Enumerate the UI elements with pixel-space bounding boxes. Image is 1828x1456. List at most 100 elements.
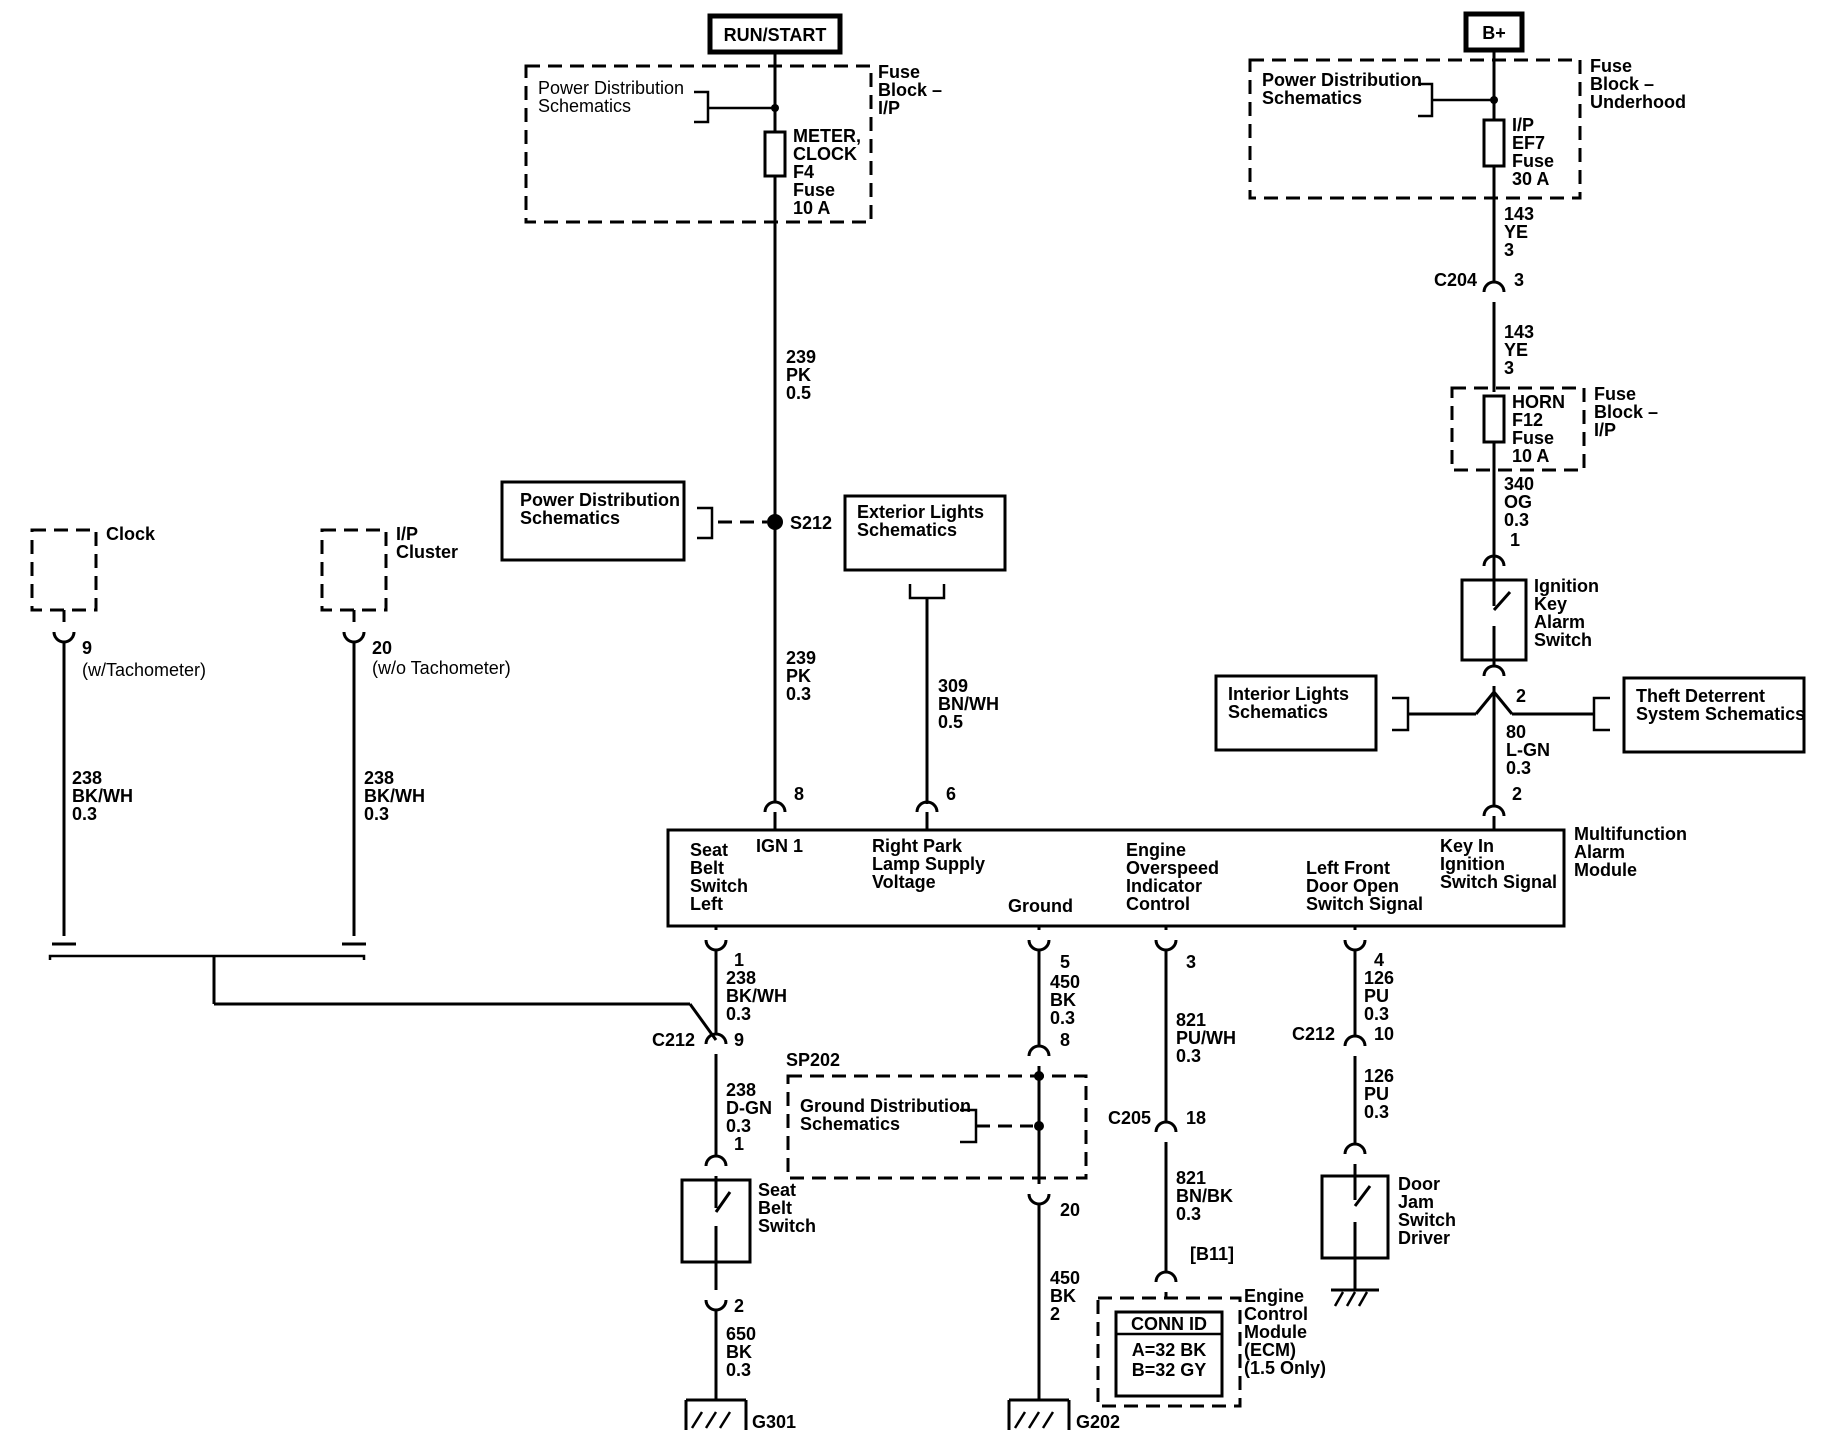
- svg-text:Block –: Block –: [1594, 402, 1658, 422]
- svg-text:I/P: I/P: [396, 524, 418, 544]
- fuse-block-ip-label: Fuse Block – I/P: [878, 62, 942, 118]
- fuse-ef7-symbol: [1482, 118, 1506, 168]
- svg-text:PK: PK: [786, 666, 811, 686]
- svg-text:309: 309: [938, 676, 968, 696]
- svg-text:Belt: Belt: [758, 1198, 792, 1218]
- fuse-block-underhood-label: Fuse Block – Underhood: [1590, 56, 1686, 112]
- fuse-f12-label: HORN F12 Fuse 10 A: [1512, 392, 1565, 466]
- module-left-front-door-label: Left Front Door Open Switch Signal: [1306, 858, 1423, 914]
- ecm-label: Engine Control Module (ECM) (1.5 Only): [1244, 1286, 1326, 1378]
- svg-text:Multifunction: Multifunction: [1574, 824, 1687, 844]
- svg-text:Ground Distribution: Ground Distribution: [800, 1096, 971, 1116]
- svg-text:1: 1: [734, 950, 744, 970]
- svg-text:Key: Key: [1534, 594, 1567, 614]
- svg-text:Right Park: Right Park: [872, 836, 963, 856]
- svg-text:239: 239: [786, 648, 816, 668]
- svg-text:Indicator: Indicator: [1126, 876, 1202, 896]
- ground-g301: G301: [684, 1398, 796, 1432]
- seat-belt-switch-label: Seat Belt Switch: [758, 1180, 816, 1236]
- fuse-block-ip-f4: [524, 64, 873, 224]
- svg-text:450: 450: [1050, 972, 1080, 992]
- svg-text:80: 80: [1506, 722, 1526, 742]
- svg-text:Driver: Driver: [1398, 1228, 1450, 1248]
- svg-text:0.3: 0.3: [786, 684, 811, 704]
- splice-s212: [767, 514, 783, 530]
- svg-text:(1.5 Only): (1.5 Only): [1244, 1358, 1326, 1378]
- svg-text:4: 4: [1374, 950, 1384, 970]
- connector-c212-right: [1343, 1034, 1367, 1047]
- svg-text:2: 2: [1512, 784, 1522, 804]
- svg-text:A=32 BK: A=32 BK: [1132, 1340, 1207, 1360]
- svg-text:BK/WH: BK/WH: [364, 786, 425, 806]
- svg-text:239: 239: [786, 347, 816, 367]
- svg-text:[B11]: [B11]: [1190, 1244, 1234, 1264]
- svg-text:30 A: 30 A: [1512, 169, 1549, 189]
- svg-text:126: 126: [1364, 968, 1394, 988]
- module-ground-label: Ground: [1008, 896, 1073, 916]
- ignition-key-alarm-switch-label: Ignition Key Alarm Switch: [1534, 576, 1599, 650]
- svg-text:F4: F4: [793, 162, 814, 182]
- svg-text:C205: C205: [1108, 1108, 1151, 1128]
- svg-text:0.3: 0.3: [1506, 758, 1531, 778]
- svg-text:0.3: 0.3: [1176, 1204, 1201, 1224]
- svg-text:0.3: 0.3: [1504, 510, 1529, 530]
- svg-text:Switch: Switch: [1398, 1210, 1456, 1230]
- svg-text:PU: PU: [1364, 1084, 1389, 1104]
- svg-text:Alarm: Alarm: [1534, 612, 1585, 632]
- run-start-label: RUN/START: [724, 25, 827, 45]
- svg-text:20: 20: [1060, 1200, 1080, 1220]
- svg-text:G202: G202: [1076, 1412, 1120, 1432]
- fuse-block-underhood: [1248, 58, 1582, 200]
- svg-text:9: 9: [82, 638, 92, 658]
- svg-text:Fuse: Fuse: [1512, 151, 1554, 171]
- fuse-block-ip-f12: [1450, 386, 1586, 472]
- svg-text:Fuse: Fuse: [1594, 384, 1636, 404]
- svg-text:G301: G301: [752, 1412, 796, 1432]
- power-dist-box-s212: [500, 480, 686, 562]
- svg-text:Switch Signal: Switch Signal: [1306, 894, 1423, 914]
- svg-text:0.3: 0.3: [726, 1116, 751, 1136]
- svg-text:6: 6: [946, 784, 956, 804]
- wire-238-clock-label: 238 BK/WH 0.3: [72, 768, 133, 824]
- conn-id-box: [1114, 1310, 1224, 1398]
- svg-text:PK: PK: [786, 365, 811, 385]
- splice-sp202-label: SP202: [786, 1050, 840, 1070]
- svg-text:BK/WH: BK/WH: [726, 986, 787, 1006]
- fuse-f4-symbol: [763, 130, 787, 178]
- wire-143-a-label: 143 YE 3: [1504, 204, 1534, 260]
- svg-text:Control: Control: [1126, 894, 1190, 914]
- svg-text:BK/WH: BK/WH: [72, 786, 133, 806]
- b-plus-source: B+: [1463, 11, 1525, 53]
- wire-821-a-label: 821 PU/WH 0.3: [1176, 1010, 1236, 1066]
- svg-text:0.5: 0.5: [938, 712, 963, 732]
- fuse-f4-label: METER, CLOCK F4 Fuse 10 A: [793, 126, 861, 218]
- wire-650-label: 650 BK 0.3: [726, 1324, 756, 1380]
- svg-text:0.3: 0.3: [726, 1360, 751, 1380]
- ip-cluster-component: [320, 528, 388, 612]
- clock-component: [30, 528, 98, 612]
- svg-text:Switch: Switch: [690, 876, 748, 896]
- svg-text:Exterior Lights: Exterior Lights: [857, 502, 984, 522]
- svg-text:8: 8: [1060, 1030, 1070, 1050]
- svg-text:Theft Deterrent: Theft Deterrent: [1636, 686, 1765, 706]
- svg-text:Lamp Supply: Lamp Supply: [872, 854, 985, 874]
- svg-text:(w/o Tachometer): (w/o Tachometer): [372, 658, 511, 678]
- svg-text:C212: C212: [652, 1030, 695, 1050]
- svg-text:Ignition: Ignition: [1534, 576, 1599, 596]
- connector-c212-left: [704, 1032, 728, 1045]
- ground-g202: G202: [1007, 1398, 1120, 1432]
- svg-text:Fuse: Fuse: [878, 62, 920, 82]
- svg-text:BN/WH: BN/WH: [938, 694, 999, 714]
- svg-text:Key In: Key In: [1440, 836, 1494, 856]
- svg-text:YE: YE: [1504, 340, 1528, 360]
- svg-text:Alarm: Alarm: [1574, 842, 1625, 862]
- svg-text:238: 238: [72, 768, 102, 788]
- fuse-block-ip-f12-label: Fuse Block – I/P: [1594, 384, 1658, 440]
- svg-text:BK: BK: [726, 1342, 752, 1362]
- svg-text:Engine: Engine: [1244, 1286, 1304, 1306]
- svg-text:10 A: 10 A: [1512, 446, 1549, 466]
- svg-text:Jam: Jam: [1398, 1192, 1434, 1212]
- svg-text:Fuse: Fuse: [1512, 428, 1554, 448]
- svg-text:821: 821: [1176, 1010, 1206, 1030]
